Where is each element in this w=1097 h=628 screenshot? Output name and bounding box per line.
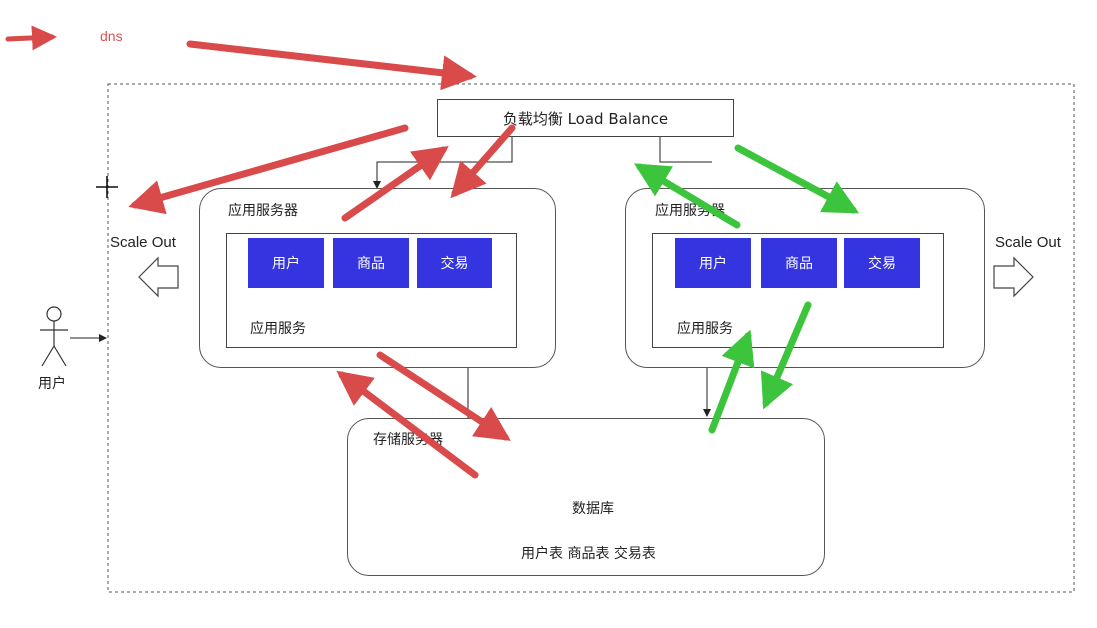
load-balancer-label: 负载均衡 Load Balance bbox=[502, 109, 669, 128]
module-label: 商品 bbox=[785, 256, 813, 272]
system-boundary bbox=[107, 83, 1075, 593]
module-label: 交易 bbox=[868, 256, 896, 272]
module-label: 用户 bbox=[272, 256, 300, 272]
module-product-right: 商品 bbox=[761, 238, 837, 288]
module-trade-left: 交易 bbox=[417, 238, 492, 288]
lb-to-right-server-connector bbox=[659, 137, 712, 163]
scale-out-left-label: Scale Out bbox=[110, 234, 176, 251]
module-label: 商品 bbox=[357, 256, 385, 272]
user-actor-label: 用户 bbox=[38, 376, 66, 392]
app-service-right-label: 应用服务 bbox=[677, 321, 733, 337]
load-balancer-box: 负载均衡 Load Balance bbox=[437, 99, 734, 137]
scale-out-left-arrow-icon bbox=[138, 256, 179, 298]
scale-out-right-arrow-icon bbox=[993, 256, 1034, 298]
module-product-left: 商品 bbox=[333, 238, 409, 288]
tables-label: 用户表 商品表 交易表 bbox=[521, 546, 656, 562]
module-trade-right: 交易 bbox=[844, 238, 920, 288]
module-label: 用户 bbox=[699, 256, 727, 272]
dns-legend-label: dns bbox=[100, 28, 123, 44]
module-user-right: 用户 bbox=[675, 238, 751, 288]
app-server-left-title: 应用服务器 bbox=[228, 203, 298, 219]
database-label: 数据库 bbox=[572, 501, 614, 517]
app-service-left-label: 应用服务 bbox=[250, 321, 306, 337]
user-actor-icon bbox=[40, 306, 68, 367]
lb-to-left-server-connector bbox=[373, 137, 513, 189]
module-label: 交易 bbox=[440, 256, 469, 272]
app-server-right-title: 应用服务器 bbox=[655, 203, 725, 219]
storage-server-title: 存储服务器 bbox=[373, 432, 443, 448]
crosshair-cursor-icon bbox=[96, 176, 118, 198]
scale-out-right-label: Scale Out bbox=[995, 234, 1061, 251]
module-user-left: 用户 bbox=[248, 238, 324, 288]
